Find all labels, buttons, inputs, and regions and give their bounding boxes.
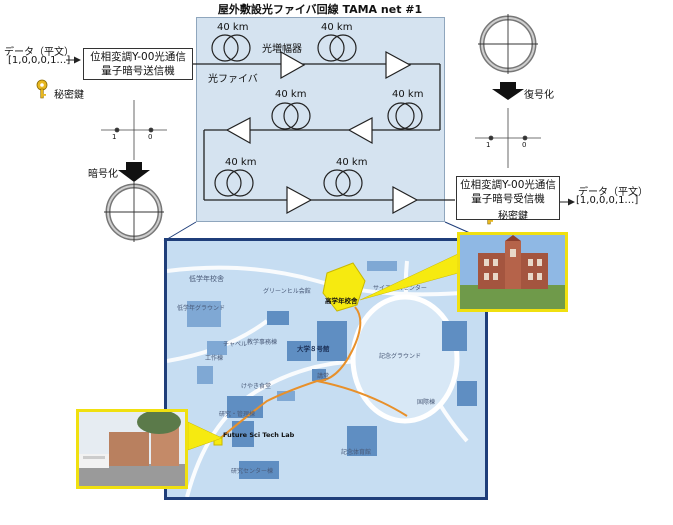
span-label: 40 km <box>336 157 368 168</box>
decrypt-arrow-icon <box>492 82 524 100</box>
lab-label: Future Sci Tech Lab <box>223 431 295 439</box>
output-bits: [1,0,0,0,1…] <box>576 195 639 206</box>
map-label: 講堂 <box>317 373 330 380</box>
map-label: 低学年グラウンド <box>177 305 226 312</box>
input-bits: [1,0,0,0,1…] <box>8 55 71 66</box>
fiber-route-on-map <box>216 306 362 442</box>
map-label: サイエンスセンター <box>373 285 427 292</box>
fiber-label: 光ファイバ <box>208 74 258 85</box>
map-label: 大学８号館 <box>297 345 330 353</box>
map-label: チャペル <box>223 341 247 348</box>
tick-label-one: 1 <box>486 141 491 149</box>
map-label: 研究センター棟 <box>231 468 274 475</box>
receiver-box: 位相変調Y-00光通信 量子暗号受信機 <box>456 176 560 220</box>
fiber-coil-icon <box>214 169 363 197</box>
key-icon <box>36 79 48 99</box>
map-label: 研究・管理棟 <box>219 411 256 418</box>
highschool-label: 高学年校舎 <box>325 297 358 305</box>
campus-map: 低学年校舎 グリーンヒル会館 サイエンスセンター 低学年グラウンド チャペル 教… <box>164 238 488 500</box>
span-label: 40 km <box>275 89 307 100</box>
decrypt-label: 復号化 <box>524 90 554 101</box>
map-label: けやき食堂 <box>241 383 272 390</box>
highschool-photo <box>457 232 568 312</box>
constellation-ring-left <box>104 182 164 242</box>
span-label: 40 km <box>217 22 249 33</box>
span-label: 40 km <box>392 89 424 100</box>
transmitter-box: 位相変調Y-00光通信 量子暗号送信機 <box>83 48 193 80</box>
map-label: 教学事務棟 <box>247 339 278 346</box>
map-label: 工作棟 <box>205 355 224 362</box>
map-label: 低学年校舎 <box>189 275 224 283</box>
encrypt-arrow-icon <box>118 162 150 182</box>
fiber-coil-icon <box>211 34 357 62</box>
receiver-line1: 位相変調Y-00光通信 <box>460 179 556 191</box>
connector-line <box>163 221 197 242</box>
span-label: 40 km <box>225 157 257 168</box>
transmitter-line2: 量子暗号送信機 <box>101 65 175 77</box>
map-label: 国際棟 <box>417 399 436 406</box>
secret-key-label: 秘密鍵 <box>54 90 84 101</box>
tick-label-zero: 0 <box>148 133 153 141</box>
output-data-label: データ（平文） <box>578 187 648 198</box>
campus-map-svg <box>167 241 485 497</box>
map-label: 記念グラウンド <box>379 353 422 360</box>
highschool-building <box>322 262 366 312</box>
diagram-title: 屋外敷設光ファイバ回線 TAMA net #1 <box>217 3 423 16</box>
amplifier-icon <box>225 50 419 215</box>
encrypt-label: 暗号化 <box>88 169 118 180</box>
constellation-plain-right <box>475 108 541 168</box>
input-data-label: データ（平文） <box>4 47 74 58</box>
map-label: 記念体育館 <box>341 449 372 456</box>
map-label: グリーンヒル会館 <box>263 288 311 295</box>
tick-label-one: 1 <box>112 133 117 141</box>
amplifier-label: 光増幅器 <box>262 44 302 55</box>
span-label: 40 km <box>321 22 353 33</box>
transmitter-line1: 位相変調Y-00光通信 <box>90 51 186 63</box>
receiver-key-label: 秘密鍵 <box>498 211 528 222</box>
lab-photo <box>76 409 188 489</box>
receiver-line2: 量子暗号受信機 <box>471 193 545 205</box>
constellation-ring-right <box>478 14 538 74</box>
constellation-plain-left <box>101 100 167 160</box>
fiber-coil-icon <box>271 102 423 130</box>
lab-marker <box>213 436 223 446</box>
tick-label-zero: 0 <box>522 141 527 149</box>
